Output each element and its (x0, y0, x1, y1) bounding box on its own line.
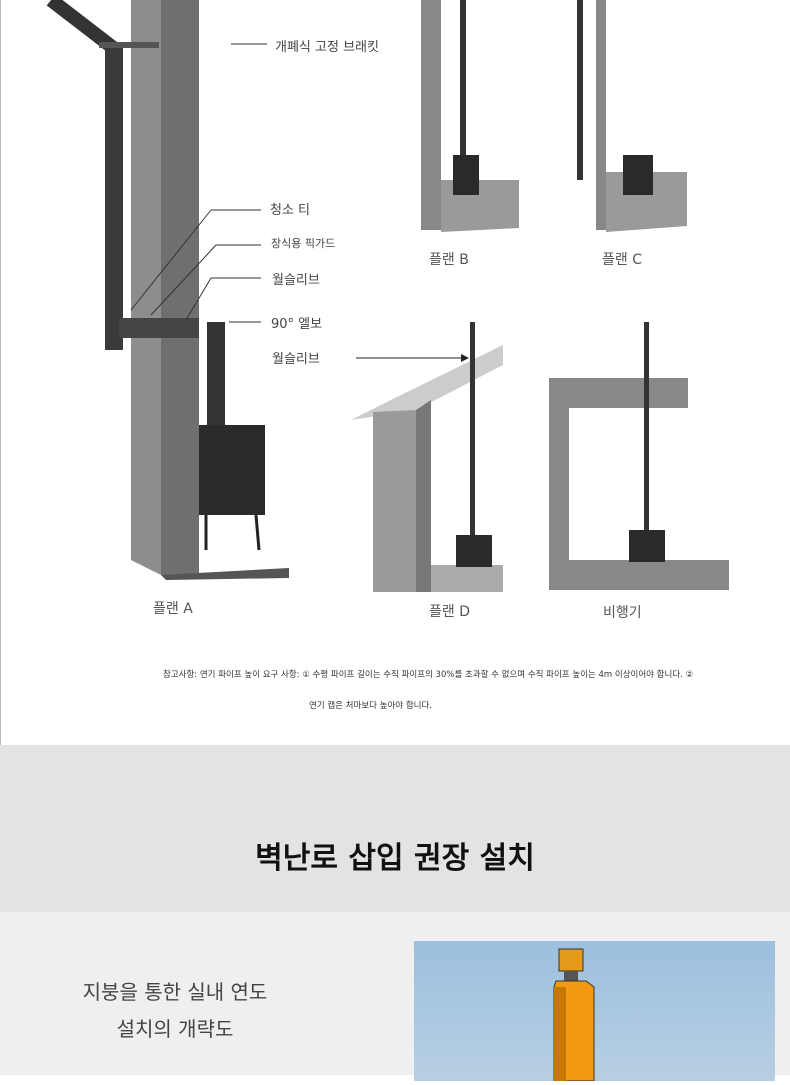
section-title: 벽난로 삽입 권장 설치 (255, 841, 535, 876)
plan-c-label: 플랜 C (602, 252, 642, 268)
label-cleaning-tee: 청소 티 (270, 203, 311, 218)
section-header: 벽난로 삽입 권장 설치 (0, 745, 790, 912)
plan-a-label: 플랜 A (153, 601, 193, 617)
plan-b-label: 플랜 B (429, 252, 469, 268)
plan-c-diagram (577, 0, 687, 232)
subtitle-line-2: 설치의 개략도 (116, 1017, 234, 1041)
roof-install-section: 지붕을 통한 실내 연도 설치의 개략도 (0, 912, 790, 1082)
installation-diagrams (46, 0, 729, 592)
plan-d-diagram (351, 322, 503, 592)
installation-diagram-section: 개폐식 고정 브래킷 청소 티 장식용 픽가드 월슬리브 90° 엘보 월슬리브… (0, 0, 729, 745)
plan-b-diagram (421, 0, 519, 232)
label-bracket: 개폐식 고정 브래킷 (275, 40, 379, 55)
plan-d-label: 플랜 D (429, 604, 470, 620)
plan-a-diagram (46, 0, 289, 580)
note-line-2: 연기 캡은 처마보다 높아야 합니다. (309, 701, 432, 711)
chimney-illustration (414, 941, 775, 1082)
note-line-1: 참고사항: 연기 파이프 높이 요구 사항: ① 수평 파이프 길이는 수직 파… (163, 670, 694, 680)
plane-diagram (549, 322, 729, 590)
label-elbow: 90° 엘보 (271, 317, 323, 332)
label-wall-sleeve: 월슬리브 (272, 273, 320, 288)
subtitle-line-1: 지붕을 통한 실내 연도 (82, 980, 268, 1004)
plane-label: 비행기 (603, 605, 642, 621)
label-wall-sleeve-2: 월슬리브 (272, 352, 320, 367)
label-pick-guard: 장식용 픽가드 (271, 237, 336, 250)
